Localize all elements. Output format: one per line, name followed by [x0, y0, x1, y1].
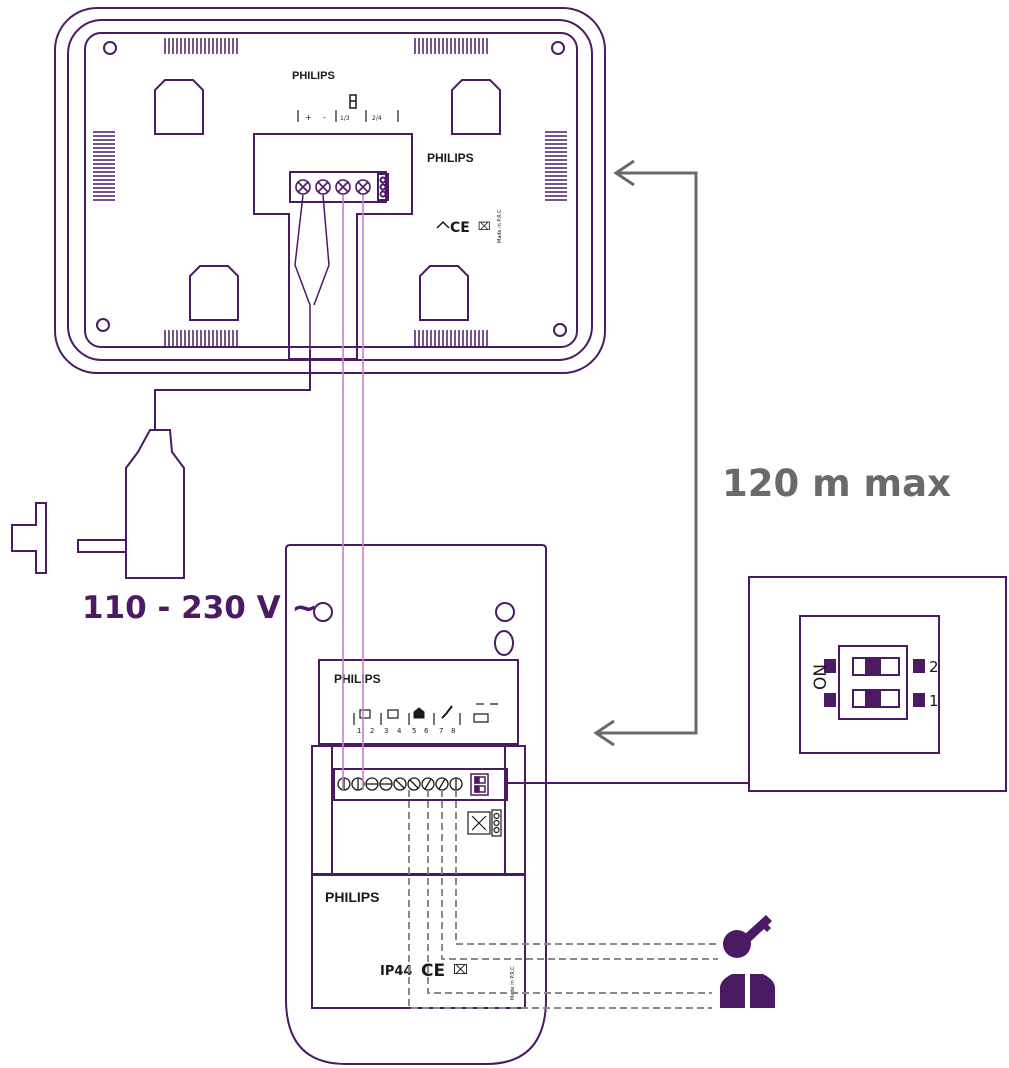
outdoor-ip-rating: IP44: [380, 964, 412, 979]
outdoor-brand-label: PHILIPS: [325, 889, 379, 905]
terminal-number-8: 8: [451, 727, 455, 735]
outdoor-terminal-screws: [337, 777, 463, 791]
outdoor-dip-switch: [470, 773, 489, 796]
monitor-wires: [342, 195, 364, 790]
power-adapter: [77, 350, 311, 579]
outdoor-terminal-legend: [353, 703, 498, 725]
wall-socket-icon: [11, 502, 47, 574]
supply-voltage-label: 110 - 230 V ~: [82, 590, 318, 626]
max-distance-label: 120 m max: [722, 462, 951, 505]
terminal-number-4: 4: [397, 727, 402, 735]
monitor-certification-marks: CE ⌧ Made in P.R.C: [436, 209, 503, 243]
outdoor-made-in: Made in P.R.C: [510, 966, 516, 1000]
outdoor-panel: [285, 544, 547, 1065]
weee-bin-icon: ⌧: [478, 220, 491, 233]
dip-on-label: ON: [811, 664, 831, 690]
monitor-dip-position-1: 1/3: [340, 115, 350, 122]
monitor-brand-top: PHILIPS: [292, 70, 335, 82]
monitor-terminal-minus: -: [323, 113, 326, 122]
terminal-number-1: 1: [357, 727, 361, 735]
monitor-ce-mark: CE: [450, 220, 470, 236]
distance-arrow: [593, 159, 698, 747]
power-wire: [294, 194, 330, 350]
monitor-dip-icon: [349, 94, 357, 109]
monitor-vents: [93, 38, 567, 346]
terminal-number-3: 3: [384, 727, 388, 735]
key-icon: [723, 915, 772, 958]
terminal-number-7: 7: [439, 727, 443, 735]
monitor-dip-position-2: 2/4: [372, 115, 382, 122]
outdoor-pot-icon: [467, 809, 502, 837]
monitor-unit: [54, 7, 606, 374]
monitor-terminal-plus: +: [305, 113, 312, 122]
gate-icon: [720, 974, 775, 1008]
terminal-number-2: 2: [370, 727, 374, 735]
dip-switch-detail: [508, 576, 1007, 792]
monitor-made-in: Made in P.R.C: [497, 209, 503, 243]
monitor-power-markings: [297, 110, 399, 122]
monitor-brand-label: PHILIPS: [427, 151, 474, 165]
dip-switch-number-2: 2: [929, 658, 939, 676]
terminal-number-6: 6: [424, 727, 429, 735]
terminal-number-5: 5: [412, 727, 416, 735]
monitor-terminal-screws: [295, 179, 371, 195]
outdoor-weee-icon: ⌧: [453, 963, 468, 978]
accessory-wires: [408, 790, 718, 1009]
outdoor-brand-top: PHILIPS: [334, 672, 381, 686]
outdoor-ce-mark: CE: [421, 961, 445, 981]
dip-switch-number-1: 1: [929, 692, 939, 710]
